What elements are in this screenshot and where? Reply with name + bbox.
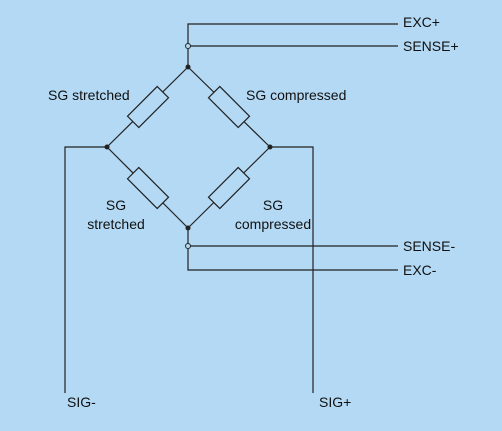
sig-minus-label: SIG-	[67, 394, 96, 410]
node-top	[185, 64, 191, 70]
node-bottom	[185, 225, 191, 231]
sense-minus-tap	[185, 243, 191, 249]
sense-minus-label: SENSE-	[403, 238, 456, 254]
exc-minus-wire	[187, 249, 398, 271]
resistor-bottom-right	[207, 166, 251, 210]
gauge-top-right-label: SG compressed	[246, 87, 347, 103]
sig-plus-wire	[270, 146, 314, 393]
gauge-top-left-label: SG stretched	[48, 87, 130, 103]
node-left	[104, 144, 110, 150]
exc-plus-wire	[187, 23, 398, 46]
resistor-bottom-left	[126, 166, 170, 210]
gauge-bottom-right-label-line1: SG	[262, 197, 284, 213]
gauge-bottom-right-label-line2: compressed	[234, 216, 312, 232]
resistor-top-right	[207, 85, 251, 129]
gauge-bottom-left-label-line2: stretched	[87, 216, 145, 232]
sense-plus-tap	[185, 43, 191, 49]
sig-plus-label: SIG+	[319, 394, 352, 410]
gauge-bottom-left-label-line1: SG	[105, 197, 127, 213]
resistor-top-left	[126, 85, 170, 129]
node-right	[267, 144, 273, 150]
sense-plus-label: SENSE+	[403, 38, 459, 54]
sig-minus-wire	[64, 146, 107, 393]
exc-minus-label: EXC-	[403, 262, 437, 278]
exc-plus-label: EXC+	[403, 14, 440, 30]
